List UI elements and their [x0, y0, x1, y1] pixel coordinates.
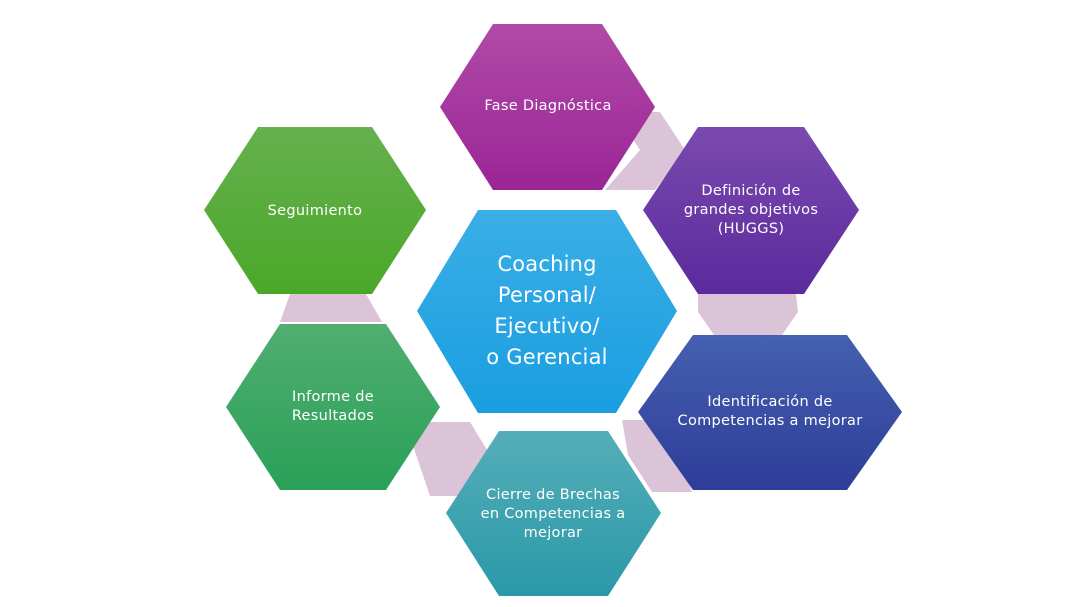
hexagon-fase-diagnostica — [440, 24, 655, 190]
connector-definicion-identificacion — [698, 294, 798, 335]
connector-informe-seguimiento — [280, 294, 382, 322]
connector-identificacion-cierre — [622, 420, 692, 492]
hexagon-cierre-brechas — [446, 431, 661, 596]
center-label: Coaching Personal/ Ejecutivo/ o Gerencia… — [486, 252, 608, 369]
connector-fase-definicion — [605, 112, 685, 190]
hexagon-informe-resultados — [226, 324, 440, 490]
step-label-fase-diagnostica: Fase Diagnóstica — [484, 97, 612, 114]
hexagon-definicion-objetivos — [643, 127, 859, 294]
step-label-informe-resultados: Informe de Resultados — [291, 389, 375, 424]
hexagon-center — [417, 210, 677, 413]
step-label-definicion-objetivos: Definición de grandes objetivos (HUGGS) — [683, 182, 819, 237]
step-label-seguimiento: Seguimiento — [267, 202, 363, 219]
step-label-identificacion-competencias: Identificación de Competencias a mejorar — [677, 394, 863, 429]
hexagon-identificacion-competencias — [638, 335, 902, 490]
hexagon-seguimiento — [204, 127, 426, 294]
step-label-cierre-brechas: Cierre de Brechas en Competencias a mejo… — [480, 486, 626, 541]
